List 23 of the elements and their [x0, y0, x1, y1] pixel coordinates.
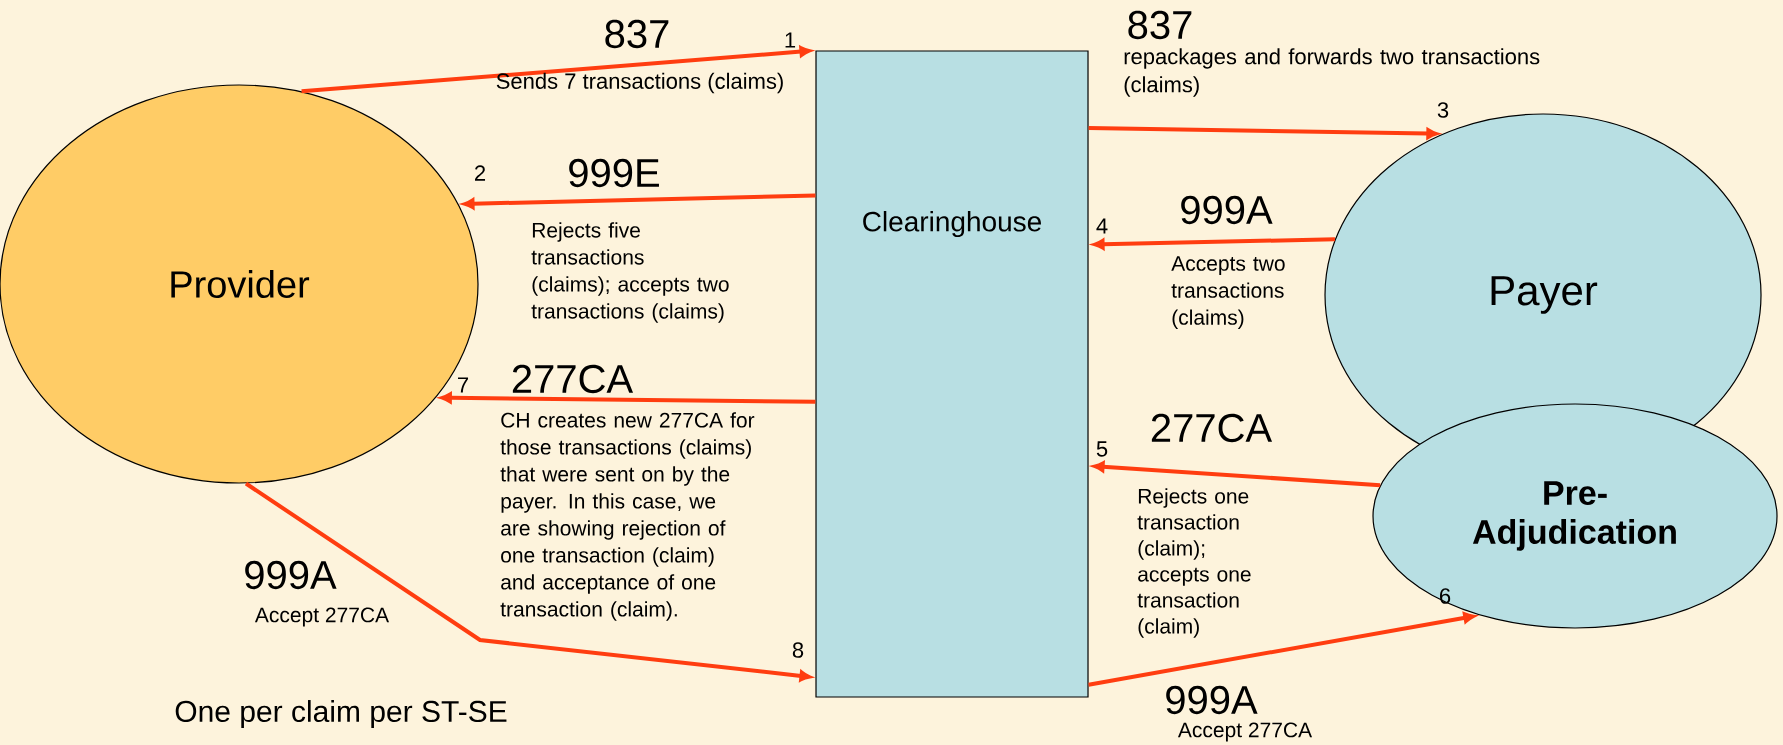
edge-label: 999A: [1163, 684, 1259, 716]
step-number: 4: [1096, 218, 1108, 234]
step-number: 7: [458, 377, 468, 393]
arrow: [1088, 126, 1439, 140]
arrow: [1092, 461, 1381, 488]
step-number: 5: [1096, 441, 1108, 457]
transaction-note: repackages and forwards two transactions (claims): [1124, 48, 1540, 97]
edge-label: 837: [602, 18, 672, 50]
edge-label: 837: [1125, 9, 1195, 41]
edge-label: 277CA: [1148, 412, 1274, 444]
edge-label: 999E: [566, 157, 662, 189]
edge-label: 999A: [1178, 194, 1274, 226]
transaction-note: Rejects one transaction (claim); accepts one transaction (claim): [1137, 488, 1251, 638]
step-number: 1: [785, 32, 796, 48]
edge-label: 277CA: [509, 363, 635, 395]
clearinghouse-box: Clearinghouse: [815, 50, 1089, 698]
transaction-note: Rejects five transactions (claims); accepts two transactions (claims): [531, 222, 729, 323]
transaction-note: Accept 277CA: [1177, 722, 1313, 742]
transaction-note: Accepts two transactions (claims): [1171, 256, 1285, 329]
step-number: 6: [1440, 588, 1451, 604]
arrow: [462, 193, 816, 210]
node-label: Pre-Adjudication: [1472, 481, 1676, 551]
footnote: One per claim per ST-SE: [175, 700, 507, 728]
